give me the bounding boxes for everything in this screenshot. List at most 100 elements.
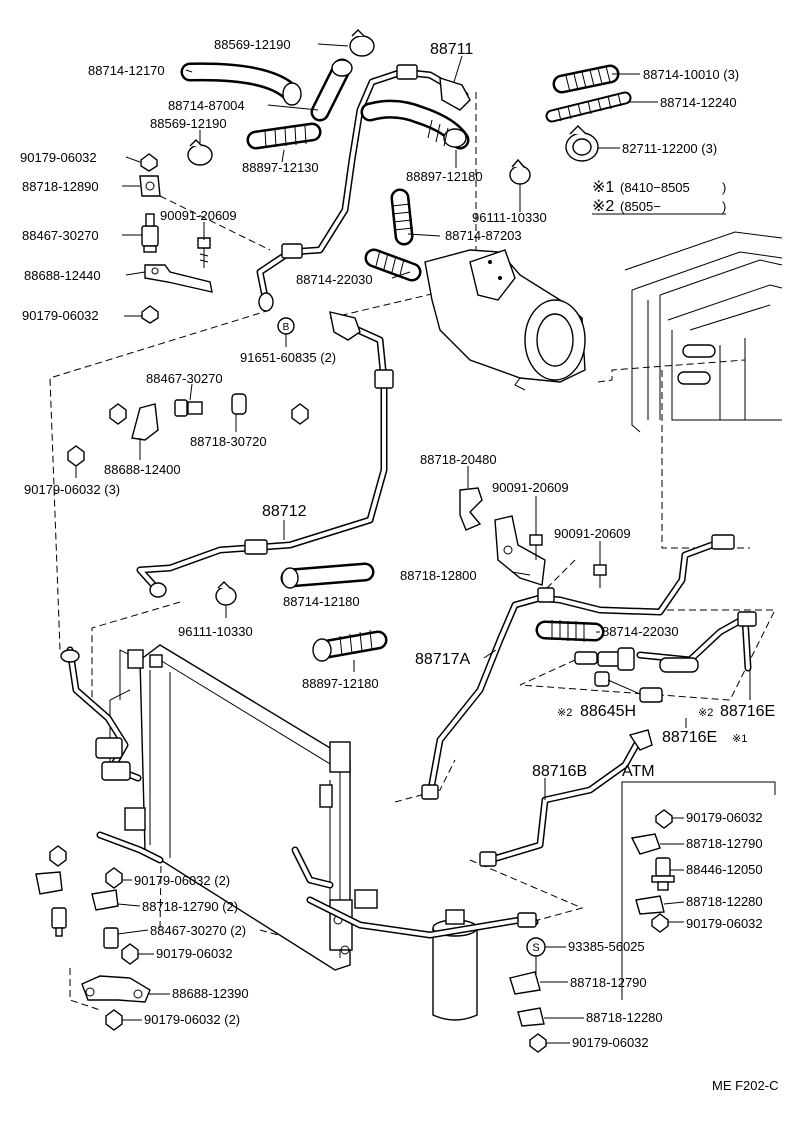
condenser xyxy=(109,644,378,971)
nut-90179-06032-a xyxy=(140,153,158,172)
note-1-text: (8410−8505 xyxy=(620,180,690,195)
leader-lines xyxy=(75,43,751,1044)
mark-2-a: ※2 xyxy=(557,707,572,719)
pipe-88716B xyxy=(479,729,653,867)
pipe-88717A xyxy=(421,534,735,800)
label-90179-06032-h: 90179-06032 (2) xyxy=(144,1012,240,1027)
atm-bracket xyxy=(621,781,776,1000)
label-82711-12200: 82711-12200 (3) xyxy=(622,141,717,156)
label-88716E-a: 88716E xyxy=(720,703,775,720)
label-90179-06032-c: 90179-06032 (3) xyxy=(24,482,120,497)
production-notes: ※1 (8410−8505 ) ※2 (8505− ) xyxy=(592,179,726,215)
pipe-88712 xyxy=(136,311,394,598)
note-2-close: ) xyxy=(722,199,726,214)
nut-90179-06032-b xyxy=(141,305,159,324)
label-88718-12890: 88718-12890 xyxy=(22,179,99,194)
label-88714-12240: 88714-12240 xyxy=(660,95,737,110)
label-90179-06032-i: 90179-06032 xyxy=(572,1035,649,1050)
atm-parts xyxy=(630,809,675,933)
note-2-text: (8505− xyxy=(620,199,661,214)
label-88718-12800: 88718-12800 xyxy=(400,568,477,583)
bolt-90091-20609-c xyxy=(593,564,607,588)
label-88711: 88711 xyxy=(430,41,473,58)
ribbed-tube-88897-12130 xyxy=(246,122,322,150)
label-88688-12440: 88688-12440 xyxy=(24,268,101,283)
spiral-hose-88714-10010 xyxy=(552,64,620,94)
hose-clamp-96111-10330-b xyxy=(215,581,237,606)
condenser-inlet-pipe xyxy=(60,646,142,782)
label-88714-12170: 88714-12170 xyxy=(88,63,165,78)
bracket-88718-12890 xyxy=(139,175,161,197)
bracket-88718-12800 xyxy=(494,515,546,586)
parts-cluster-bottom: S xyxy=(35,845,547,1053)
label-88467-30270-b: 88467-30270 xyxy=(146,371,223,386)
label-88714-22030-a: 88714-22030 xyxy=(296,272,373,287)
label-88714-22030-b: 88714-22030 xyxy=(602,624,679,639)
dashed-reference-lines xyxy=(49,92,776,1011)
label-88718-20480: 88718-20480 xyxy=(420,452,497,467)
label-90179-06032-b: 90179-06032 xyxy=(22,308,99,323)
label-90179-06032-f: 90179-06032 (2) xyxy=(134,873,230,888)
clamp-82711-12200 xyxy=(565,125,599,162)
label-90179-06032-d: 90179-06032 xyxy=(686,810,763,825)
label-96111-10330-a: 96111-10330 xyxy=(472,210,547,225)
ribbed-tube-88714-22030-upper xyxy=(364,248,422,282)
label-88718-30720: 88718-30720 xyxy=(190,434,267,449)
label-90179-06032-g: 90179-06032 xyxy=(156,946,233,961)
label-88718-12280-a: 88718-12280 xyxy=(686,894,763,909)
label-88897-12130: 88897-12130 xyxy=(242,160,319,175)
hose-88714-12170 xyxy=(180,62,302,106)
label-88897-12180: 88897-12180 xyxy=(406,169,483,184)
label-88714-87203: 88714-87203 xyxy=(445,228,522,243)
s-marker-text: S xyxy=(532,942,539,954)
label-90091-20609-b: 90091-20609 xyxy=(492,480,569,495)
spiral-hose-88714-12240 xyxy=(545,91,632,123)
label-90179-06032-e: 90179-06032 xyxy=(686,916,763,931)
label-88714-10010: 88714-10010 (3) xyxy=(643,67,739,82)
label-88716E-b: 88716E xyxy=(662,729,717,746)
hose-88897-12180-lower xyxy=(312,629,388,662)
b-marker-text: B xyxy=(283,322,290,333)
label-88569-12190-b: 88569-12190 xyxy=(150,116,227,131)
parts-cluster-middle-left xyxy=(67,393,309,467)
hose-88714-12180 xyxy=(280,562,375,589)
mark-2-b: ※2 xyxy=(698,707,713,719)
label-88718-12790-a: 88718-12790 xyxy=(686,836,763,851)
label-90091-20609-c: 90091-20609 xyxy=(554,526,631,541)
diagram-code: ME F202-C xyxy=(712,1078,778,1093)
note-1-close: ) xyxy=(722,180,726,195)
hose-clamp-96111-10330-a xyxy=(509,158,531,185)
receiver-dryer xyxy=(432,909,478,1021)
label-88714-12180: 88714-12180 xyxy=(283,594,360,609)
label-88718-12280-b: 88718-12280 xyxy=(586,1010,663,1025)
label-88688-12400: 88688-12400 xyxy=(104,462,181,477)
label-88714-87004: 88714-87004 xyxy=(168,98,245,113)
bracket-88688-12440 xyxy=(144,264,213,293)
label-88569-12190-a: 88569-12190 xyxy=(214,37,291,52)
engine-block-outline xyxy=(624,231,783,433)
label-88446-12050: 88446-12050 xyxy=(686,862,763,877)
label-90179-06032-a: 90179-06032 xyxy=(20,150,97,165)
part-labels: 88569-12190 88711 88714-12170 88714-1001… xyxy=(20,37,778,1093)
note-1-mark: ※1 xyxy=(592,179,614,196)
label-88712: 88712 xyxy=(262,503,307,520)
label-88717A: 88717A xyxy=(415,651,470,668)
label-91651-60835: 91651-60835 (2) xyxy=(240,350,336,365)
b-marker: B xyxy=(277,317,295,335)
mark-1: ※1 xyxy=(732,733,747,745)
label-88718-12790-b: 88718-12790 (2) xyxy=(142,899,238,914)
pipe-88716E-assembly xyxy=(574,611,757,703)
label-88467-30270-c: 88467-30270 (2) xyxy=(150,923,246,938)
label-88716B: 88716B xyxy=(532,763,587,780)
condenser-outlet-pipe xyxy=(96,831,539,939)
note-2-mark: ※2 xyxy=(592,198,614,215)
compressor xyxy=(424,249,586,391)
label-90091-20609-a: 90091-20609 xyxy=(160,208,237,223)
ribbed-tube-88714-87203 xyxy=(390,188,414,246)
hose-88897-12180-upper xyxy=(360,99,470,150)
hose-88714-87004 xyxy=(310,58,353,122)
bolt-90091-20609-a xyxy=(197,237,211,268)
ribbed-tube-88714-22030-lower xyxy=(535,620,605,642)
label-93385-56025: 93385-56025 xyxy=(568,939,645,954)
